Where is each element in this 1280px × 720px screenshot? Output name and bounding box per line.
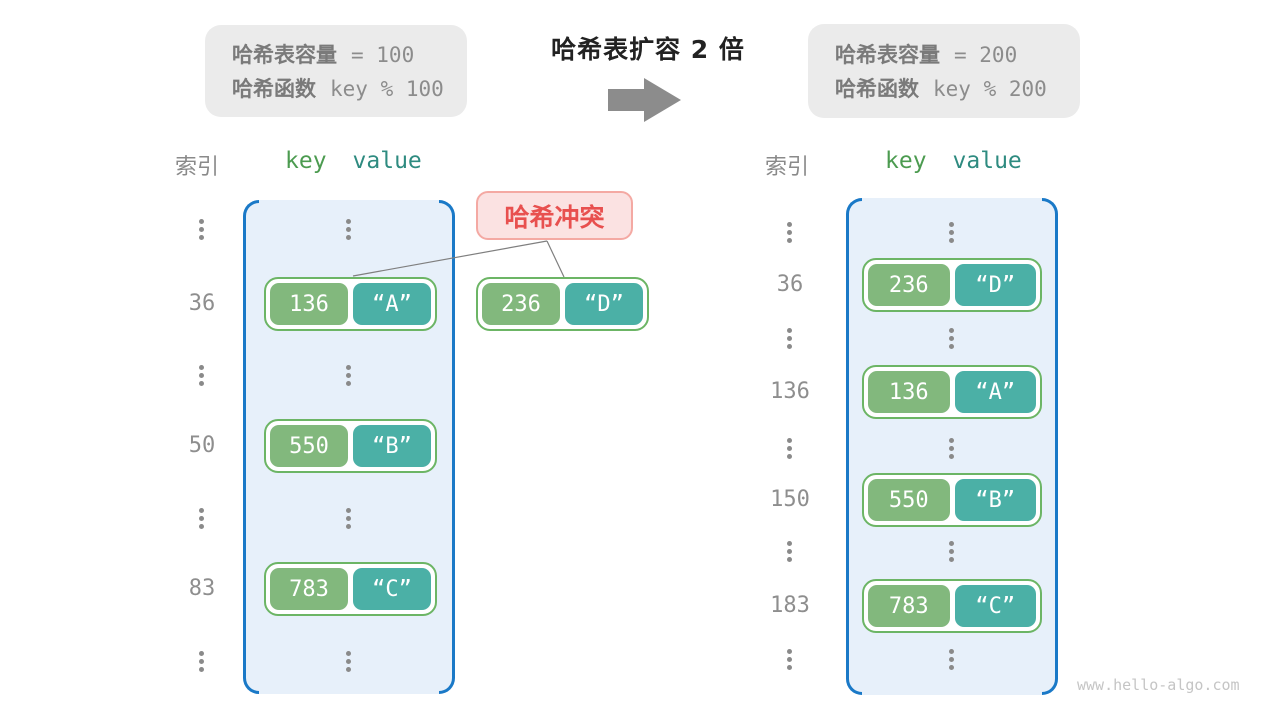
capacity-line: 哈希表容量 = 100 (232, 39, 467, 69)
right-arrow-icon (608, 78, 681, 122)
pair-key: 236 (868, 264, 950, 306)
index-cell: 150 (770, 487, 810, 512)
kv-header-left: key value (285, 148, 422, 174)
hash-function-value: key % 200 (933, 77, 1047, 101)
pair-key: 783 (868, 585, 950, 627)
watermark: www.hello-algo.com (1077, 676, 1240, 694)
index-cell: 183 (770, 593, 810, 618)
vertical-ellipsis (949, 541, 954, 546)
kv-pair: 136 “A” (264, 277, 437, 331)
pair-value: “A” (353, 283, 431, 325)
key-header: key (885, 148, 927, 174)
pair-value: “C” (353, 568, 431, 610)
bracket-right-icon (439, 200, 455, 694)
capacity-line: 哈希表容量 = 200 (835, 39, 1080, 69)
diagram-title: 哈希表扩容 2 倍 (551, 35, 745, 64)
vertical-ellipsis (787, 649, 792, 654)
vertical-ellipsis (199, 508, 204, 513)
hash-collision-label: 哈希冲突 (476, 191, 633, 240)
kv-pair: 783 “C” (264, 562, 437, 616)
pair-value: “D” (565, 283, 643, 325)
vertical-ellipsis (346, 508, 351, 513)
vertical-ellipsis (949, 649, 954, 654)
index-header-right: 索引 (765, 155, 810, 180)
value-header: value (352, 148, 422, 174)
kv-pair: 136 “A” (862, 365, 1042, 419)
value-header: value (952, 148, 1022, 174)
kv-pair: 783 “C” (862, 579, 1042, 633)
pair-key: 783 (270, 568, 348, 610)
bracket-left-icon (846, 198, 862, 695)
vertical-ellipsis (199, 365, 204, 370)
capacity-label: 哈希表容量 (232, 43, 337, 67)
kv-pair: 236 “D” (862, 258, 1042, 312)
pair-value: “B” (954, 479, 1036, 521)
pair-key: 550 (868, 479, 950, 521)
capacity-label: 哈希表容量 (835, 43, 940, 67)
pair-value: “D” (954, 264, 1036, 306)
index-cell: 83 (188, 576, 216, 601)
pair-key: 236 (482, 283, 560, 325)
vertical-ellipsis (787, 438, 792, 443)
vertical-ellipsis (787, 328, 792, 333)
pair-key: 136 (868, 371, 950, 413)
vertical-ellipsis (949, 328, 954, 333)
index-header-left: 索引 (175, 155, 220, 180)
hash-function-label: 哈希函数 (232, 77, 316, 101)
vertical-ellipsis (346, 219, 351, 224)
vertical-ellipsis (787, 222, 792, 227)
kv-pair: 550 “B” (264, 419, 437, 473)
index-cell: 36 (776, 272, 804, 297)
vertical-ellipsis (787, 541, 792, 546)
pair-key: 550 (270, 425, 348, 467)
bracket-right-icon (1042, 198, 1058, 695)
bracket-left-icon (243, 200, 259, 694)
capacity-box-after: 哈希表容量 = 200 哈希函数 key % 200 (808, 24, 1080, 118)
capacity-box-before: 哈希表容量 = 100 哈希函数 key % 100 (205, 25, 467, 117)
vertical-ellipsis (949, 222, 954, 227)
vertical-ellipsis (949, 438, 954, 443)
hash-function-value: key % 100 (330, 77, 444, 101)
vertical-ellipsis (199, 651, 204, 656)
vertical-ellipsis (199, 219, 204, 224)
hash-function-line: 哈希函数 key % 200 (835, 73, 1080, 103)
index-cell: 136 (770, 379, 810, 404)
pair-value: “A” (954, 371, 1036, 413)
capacity-value: = 200 (954, 43, 1018, 67)
index-cell: 50 (188, 433, 216, 458)
pair-value: “B” (353, 425, 431, 467)
kv-pair-colliding: 236 “D” (476, 277, 649, 331)
key-header: key (285, 148, 327, 174)
kv-pair: 550 “B” (862, 473, 1042, 527)
pair-value: “C” (954, 585, 1036, 627)
hash-function-line: 哈希函数 key % 100 (232, 73, 467, 103)
hash-function-label: 哈希函数 (835, 77, 919, 101)
index-cell: 36 (188, 291, 216, 316)
pair-key: 136 (270, 283, 348, 325)
vertical-ellipsis (346, 365, 351, 370)
vertical-ellipsis (346, 651, 351, 656)
kv-header-right: key value (885, 148, 1022, 174)
capacity-value: = 100 (351, 43, 415, 67)
